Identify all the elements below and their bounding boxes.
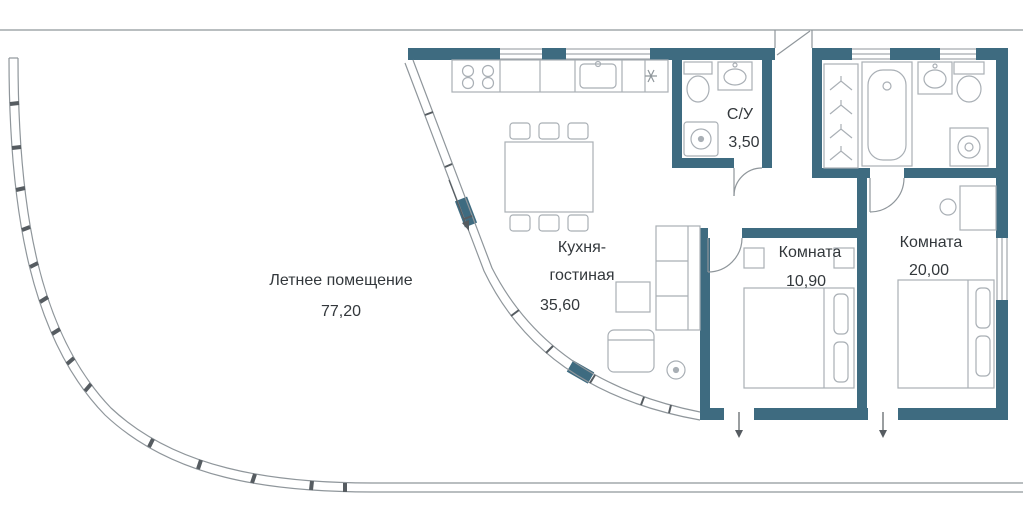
- washing-machine-icon: [949, 127, 989, 167]
- wall-bottom-b: [754, 408, 868, 420]
- pillow: [975, 335, 991, 377]
- door-swing-arc: [707, 237, 743, 273]
- glazing-inner-line: [412, 59, 701, 413]
- room-label-kitchen-living-line1: Кухня-: [558, 239, 606, 256]
- bathroom-sink-icon: [717, 61, 753, 91]
- windows: [500, 48, 1008, 300]
- window-kitchen-1: [500, 48, 542, 60]
- nightstand: [833, 247, 855, 269]
- wall-bathroom-bottom-a: [672, 158, 734, 168]
- room-label-summer-space: Летнее помещение: [269, 272, 412, 289]
- dining-chair: [538, 214, 560, 232]
- wall-right-lower: [996, 300, 1008, 418]
- pillow: [975, 287, 991, 329]
- clothes-hanger-icon: [829, 76, 853, 161]
- stove-icon: [461, 64, 495, 90]
- doors: [448, 30, 905, 438]
- door-swing-arc: [733, 167, 763, 197]
- bathtub: [861, 61, 913, 167]
- bathroom2-sink-icon: [917, 61, 953, 95]
- wardrobe: [823, 63, 859, 169]
- balcony-exit-arrow-2: [879, 412, 887, 438]
- armchair: [607, 329, 655, 373]
- pillow: [833, 341, 849, 383]
- balcony-exit-arrow-1: [735, 412, 743, 438]
- wall-between-rooms: [857, 178, 867, 418]
- wall-hall-right: [812, 60, 822, 168]
- furniture: [451, 59, 997, 389]
- terrace-inner-curve: [17, 57, 1023, 484]
- wall-dressing-bottom-a: [812, 168, 870, 178]
- glazing-mullions: [424, 111, 672, 414]
- kitchen-sink-icon: [579, 60, 617, 89]
- room-area-room-small: 10,90: [786, 273, 826, 290]
- kitchen-counter: [451, 59, 669, 93]
- desk-chair: [939, 198, 957, 216]
- wall-bottom-c: [898, 408, 1008, 420]
- room-labels: Летнее помещение 77,20 Кухня- гостиная 3…: [269, 106, 962, 320]
- wall-room-small-top-a: [700, 228, 708, 238]
- door-room-small: [707, 237, 743, 273]
- entrance-door-leaf: [776, 30, 811, 56]
- wall-bathroom-right: [762, 60, 772, 158]
- nightstand: [743, 247, 765, 269]
- vent-symbol-icon: [645, 69, 657, 83]
- bathroom2-toilet-icon: [953, 61, 985, 103]
- glazing-post-2: [566, 360, 595, 384]
- dining-table: [504, 122, 594, 232]
- entrance-niche-lines: [774, 30, 813, 48]
- wall-top-right: [812, 48, 1008, 60]
- room-area-room-large: 20,00: [909, 262, 949, 279]
- window-kitchen-2: [566, 48, 650, 60]
- living-room-glazing: [404, 59, 701, 421]
- pillow: [833, 293, 849, 335]
- door-bathroom: [733, 167, 763, 197]
- sofa: [655, 225, 701, 331]
- wall-right-upper: [996, 60, 1008, 238]
- bed-room-large: [897, 279, 995, 389]
- dining-chair: [538, 122, 560, 140]
- window-dressing-2: [940, 48, 976, 60]
- bathroom-toilet-icon: [683, 61, 713, 103]
- wall-dressing-bottom-b: [904, 168, 1008, 178]
- wall-living-room-small: [700, 238, 710, 408]
- bed-room-small: [743, 247, 855, 389]
- room-area-summer-space: 77,20: [321, 303, 361, 320]
- terrace-glazing-mullions: [9, 101, 347, 492]
- terrace-outer-curve: [8, 57, 1023, 493]
- wall-bathroom-bottom-b: [762, 158, 772, 168]
- desk: [939, 185, 997, 231]
- room-label-kitchen-living-line2: гостиная: [549, 267, 614, 284]
- dining-chair: [509, 122, 531, 140]
- room-area-bathroom: 3,50: [728, 134, 759, 151]
- floor-lamp-icon: [666, 360, 686, 380]
- wall-bathroom-left: [672, 60, 682, 158]
- wall-room-small-top-b: [742, 228, 867, 238]
- dining-chair: [567, 214, 589, 232]
- window-room-large: [996, 238, 1008, 300]
- terrace-door-arrow: [448, 179, 469, 231]
- door-room-large: [869, 177, 905, 213]
- window-dressing-1: [852, 48, 890, 60]
- dining-chair: [567, 122, 589, 140]
- glazing-outer-line: [404, 62, 701, 421]
- wall-bottom-a: [700, 408, 724, 420]
- coffee-table: [615, 281, 651, 313]
- door-swing-arc: [869, 177, 905, 213]
- room-label-room-large: Комната: [900, 234, 963, 251]
- site-outline: [0, 29, 1023, 493]
- glazing-post-1: [454, 196, 478, 228]
- room-area-kitchen-living: 35,60: [540, 297, 580, 314]
- room-label-bathroom: С/У: [727, 106, 754, 123]
- room-label-room-small: Комната: [779, 244, 842, 261]
- dining-chair: [509, 214, 531, 232]
- shower-tray-icon: [683, 121, 719, 157]
